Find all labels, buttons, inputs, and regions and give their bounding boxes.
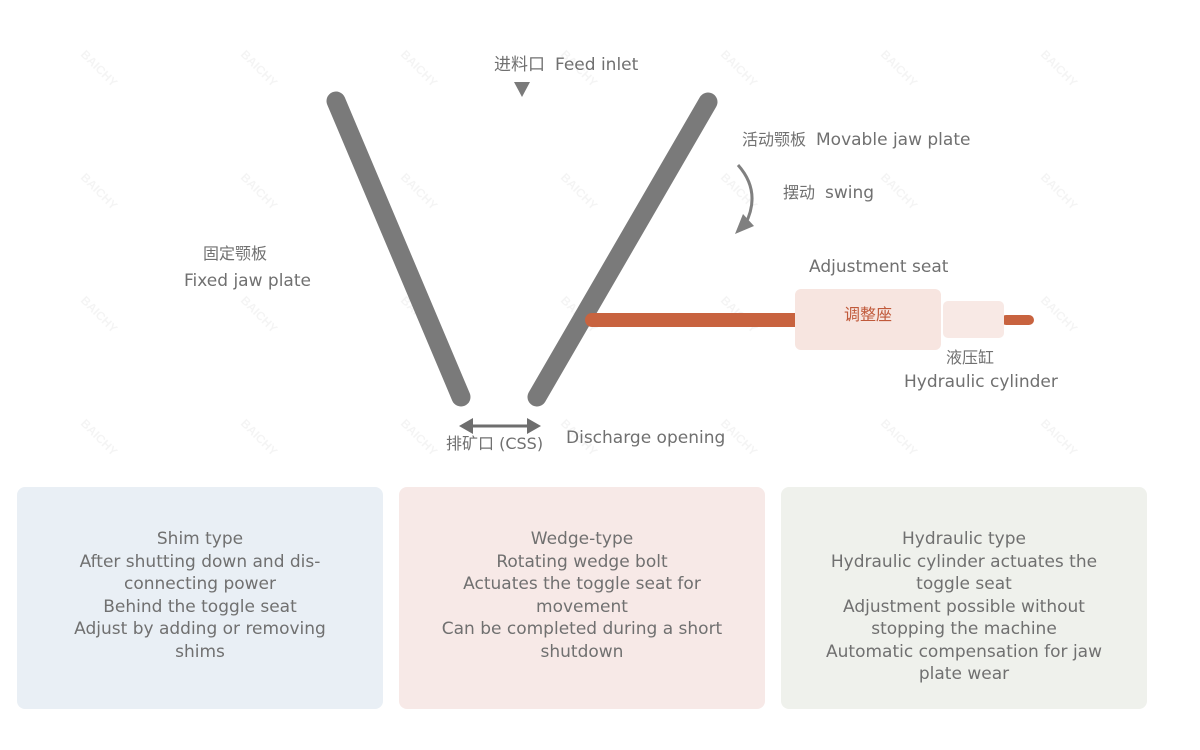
feed-inlet-cn: 进料口 (494, 55, 545, 75)
movable-jaw-plate (527, 92, 718, 407)
card-line: stopping the machine (871, 619, 1057, 639)
card-line: Actuates the toggle seat for (463, 574, 701, 594)
feed-inlet-en: Feed inlet (555, 55, 639, 75)
card-line: Shim type (156, 529, 244, 549)
card-line: shutdown (540, 641, 624, 662)
swing-en: swing (825, 183, 875, 203)
feed-inlet-label: 进料口 Feed inlet (494, 50, 638, 75)
card-line: Hydraulic cylinder actuates the (830, 551, 1098, 572)
card-line: Automatic compensation for jaw (826, 641, 1102, 662)
swing-cn: 摆动 (783, 183, 816, 202)
hydraulic-cylinder-cn: 液压缸 (946, 348, 995, 367)
hydraulic-cylinder-en: Hydraulic cylinder (904, 372, 1058, 392)
card-line: shims (175, 641, 225, 662)
adjustment-seat-cn: 调整座 (843, 305, 892, 324)
card-line: Behind the toggle seat (103, 596, 297, 617)
card-line: After shutting down and dis- (79, 551, 321, 572)
discharge-opening-en: Discharge opening (566, 428, 726, 448)
movable-jaw-label: 活动颚板 Movable jaw plate (742, 126, 970, 150)
card-line: plate wear (918, 664, 1010, 684)
hydraulic-cylinder-block (943, 301, 1004, 338)
jaw-crusher-diagram: 进料口 Feed inlet 活动颚板 Movable jaw plate 摆动 sw… (184, 50, 1058, 453)
card-line: connecting power (123, 574, 276, 594)
adjustment-seat-block: 调整座 (795, 289, 941, 350)
discharge-arrow-left-icon (459, 418, 473, 434)
card-hydraulic-type: Hydraulic type Hydraulic cylinder actuat… (781, 487, 1147, 709)
card-wedge-type: Wedge-type Rotating wedge bolt Actuates … (399, 487, 765, 709)
card-line: Adjust by adding or removing (74, 619, 326, 639)
adjustment-seat-en: Adjustment seat (809, 257, 949, 277)
fixed-jaw-cn: 固定颚板 (203, 244, 268, 263)
movable-jaw-en: Movable jaw plate (816, 130, 971, 150)
card-line: Can be completed during a short (441, 619, 723, 639)
card-shim-type: Shim type After shutting down and dis- c… (17, 487, 383, 709)
card-line: Hydraulic type (902, 529, 1026, 549)
fixed-jaw-plate (326, 91, 471, 407)
card-line: Adjustment possible without (843, 596, 1085, 617)
swing-label: 摆动 swing (783, 179, 874, 203)
card-line: toggle seat (916, 574, 1012, 594)
discharge-arrow-right-icon (527, 418, 541, 434)
swing-arrow-icon (736, 164, 754, 226)
card-line: Wedge-type (530, 529, 634, 549)
fixed-jaw-en: Fixed jaw plate (184, 271, 311, 291)
card-line: Rotating wedge bolt (496, 551, 668, 572)
movable-jaw-cn: 活动颚板 (742, 130, 807, 149)
swing-arrowhead-icon (735, 214, 754, 234)
card-line: movement (536, 596, 628, 617)
feed-arrow-icon (514, 82, 530, 97)
discharge-opening-cn: 排矿口 (CSS) (446, 434, 544, 453)
